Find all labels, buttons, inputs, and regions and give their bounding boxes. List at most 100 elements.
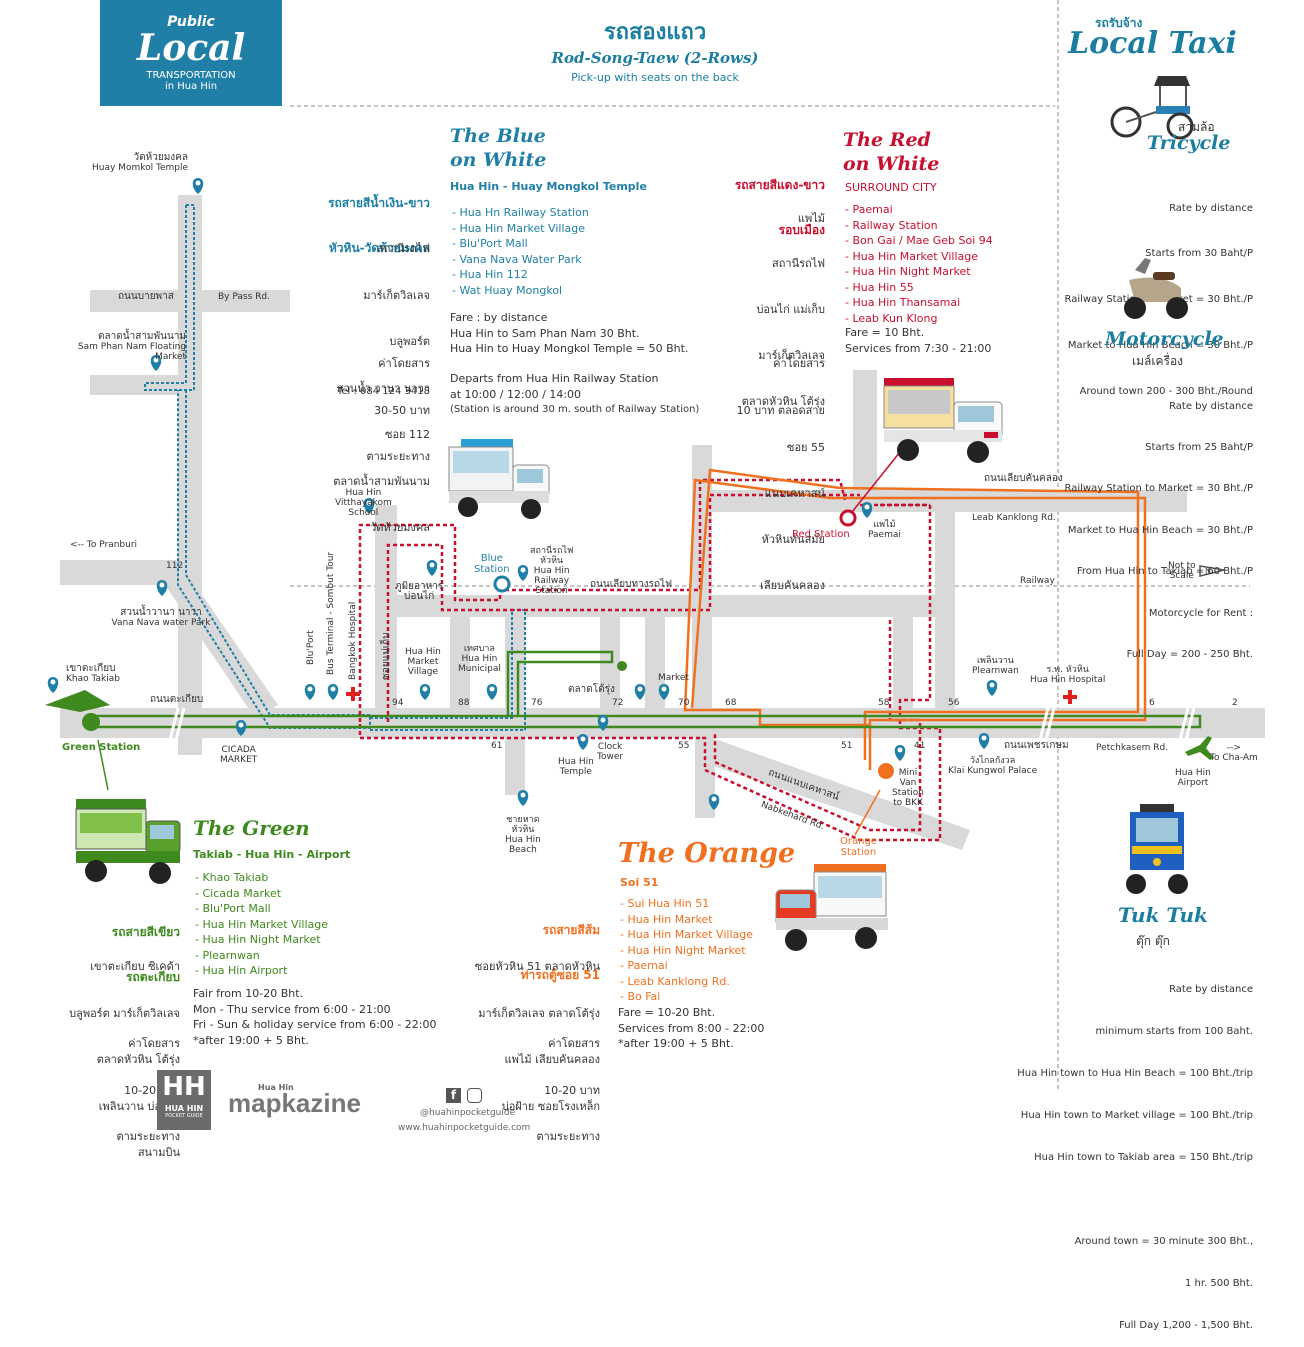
orange-stop: - Hua Hin Night Market <box>620 943 746 957</box>
red-thai-title-2: รอบเมือง <box>778 223 825 237</box>
red-thai-title-1: รถสายสีแดง-ขาว <box>734 178 825 192</box>
label-night-market: ตลาดโต้รุ่ง <box>568 684 615 695</box>
tricycle-title: Tricycle <box>1147 132 1231 154</box>
red-thai-stop: ซอย 55 <box>786 441 825 455</box>
location-pins <box>47 178 998 810</box>
label-soi-72: 72 <box>612 698 624 708</box>
label-khao-takiab: เขาตะเกียบ Khao Takiab <box>66 663 120 685</box>
blue-stop: - Blu'Port Mall <box>452 237 528 250</box>
road-railway <box>375 595 935 617</box>
tuktuk-rates: Rate by distance minimum starts from 100… <box>1015 955 1253 1347</box>
red-thai-stop: ตลาดหัวหิน โต้รุ่ง <box>741 395 825 409</box>
label-airport: Hua Hin Airport <box>1175 768 1211 788</box>
label-vitthayakom: Hua Hin Vitthayakom School <box>335 488 392 518</box>
songtaew-thai: รถสองแถว <box>603 20 707 45</box>
khao-takiab-mountain <box>45 690 110 712</box>
orange-thai-title-1: รถสายสีส้ม <box>542 923 600 937</box>
green-fare-line: Fair from 10-20 Bht. <box>193 987 304 1000</box>
motorcycle-rates: Rate by distance Starts from 25 Baht/P R… <box>1058 372 1253 676</box>
blue-fare-line: Fare : by distance <box>450 311 548 324</box>
orange-station-marker[interactable] <box>878 763 894 779</box>
label-khao-takiab-th: เขาตะเกียบ <box>66 663 116 674</box>
pin-icon <box>304 684 316 700</box>
road-58 <box>893 615 913 715</box>
tuktuk-rate-line: Hua Hin town to Takiab area = 150 Bht./t… <box>1034 1152 1253 1163</box>
green-stop: - Hua Hin Airport <box>195 964 288 977</box>
label-plearnwan: เพลินวาน Plearnwan <box>972 656 1019 676</box>
songtaew-title: Rod-Song-Taew (2-Rows) <box>551 49 759 67</box>
label-soi-56: 56 <box>948 698 960 708</box>
tuktuk-title: Tuk Tuk <box>1118 903 1208 927</box>
logo-public: Public <box>167 14 215 30</box>
blue-stops: - Hua Hn Railway Station - Hua Hin Marke… <box>452 205 589 298</box>
pin-icon <box>658 684 670 700</box>
pin-icon <box>156 580 168 596</box>
orange-thai-fare: ค่าโดยสาร 10-20 บาท ตามระยะทาง <box>440 1005 600 1160</box>
green-market-marker <box>617 661 627 671</box>
motorcycle-rate-line: Starts from 25 Baht/P <box>1145 441 1253 453</box>
pin-icon <box>150 355 162 371</box>
orange-route <box>683 468 1147 770</box>
green-thai-fare: ค่าโดยสาร 10-20 บาท ตามระยะทาง <box>40 1005 180 1160</box>
green-fare-line: *after 19:00 + 5 Bht. <box>193 1033 309 1047</box>
pin-icon <box>597 715 609 731</box>
red-thai-stop: เลียบคันคลอง <box>760 578 825 592</box>
blue-fare: Fare : by distance Hua Hin to Sam Phan N… <box>450 310 688 357</box>
red-fare: Fare = 10 Bht. Services from 7:30 - 21:0… <box>845 325 991 356</box>
label-clock-tower: Clock Tower <box>597 742 624 762</box>
label-soi-70: 70 <box>678 698 690 708</box>
tuktuk-rate-line: Around town = 30 minute 300 Bht., <box>1074 1236 1253 1247</box>
green-station-marker[interactable] <box>82 713 100 731</box>
pin-icon <box>419 684 431 700</box>
label-vana-nava: สวนน้ำวานา นาวา Vana Nava water Park <box>106 607 216 629</box>
blue-thai-title-2: หัวหิน-วัดห้วยมงคล <box>328 241 430 255</box>
pin-icon <box>708 794 720 810</box>
blue-station-marker[interactable] <box>493 575 511 593</box>
road-76 <box>505 615 525 795</box>
instagram-icon[interactable] <box>467 1088 482 1103</box>
facebook-icon[interactable]: f <box>446 1088 461 1103</box>
blue-stop: - Hua Hin Market Village <box>452 221 585 235</box>
red-station-marker[interactable] <box>839 509 857 527</box>
blue-fare-line: Hua Hin to Sam Phan Nam 30 Bht. <box>450 326 640 340</box>
label-temple: Hua Hin Temple <box>558 757 594 777</box>
pin-icon <box>978 733 990 749</box>
pin-icon <box>235 720 247 736</box>
green-fare-line: Fri - Sun & holiday service from 6:00 - … <box>193 1018 437 1031</box>
label-huay-momkol-en: Huay Momkol Temple <box>92 163 188 173</box>
label-market: Market <box>658 673 689 683</box>
label-bus-terminal: Bus Terminal - Sombut Tour <box>326 551 336 675</box>
road-bypass <box>90 290 290 312</box>
blue-thai-fare-3: ตามระยะทาง <box>366 450 430 463</box>
label-petch-th: ถนนเพชรเกษม <box>1004 740 1069 751</box>
label-mini-van: Mini Van Station to BKK <box>892 768 924 808</box>
tuktuk-rate-line: Hua Hin town to Market village = 100 Bht… <box>1020 1110 1253 1121</box>
label-bypass-th: ถนนบายพาส <box>118 291 174 302</box>
pin-icon <box>517 565 529 581</box>
blue-stop: - Vana Nava Water Park <box>452 252 582 266</box>
label-bangkok-hospital: Bangkok Hospital <box>348 601 358 680</box>
hh-logo-sub: POCKET GUIDE <box>165 1113 203 1119</box>
red-stop: - Leab Kun Klong <box>845 311 938 325</box>
blue-thai-stop: มาร์เก็ตวิลเลจ <box>363 288 430 302</box>
motorcycle-title: Motorcycle <box>1105 328 1224 350</box>
tuktuk-thai: ตุ๊ก ตุ๊ก <box>1136 934 1170 948</box>
footer-url[interactable]: www.huahinpocketguide.com <box>398 1123 531 1133</box>
mapkazine-logo: mapkazine <box>228 1088 361 1118</box>
green-thai-stop: เขาตะเกียบ ซิเคด้า <box>90 960 180 973</box>
label-soi-2: 2 <box>1232 698 1238 708</box>
orange-stop: - Hua Hin Market Village <box>620 928 753 941</box>
red-stop: - Bon Gai / Mae Geb Soi 94 <box>845 234 993 247</box>
green-route <box>90 650 1202 729</box>
label-sam-phan-nam: ตลาดน้ำสามพันนาม Sam Phan Nam Floating M… <box>46 332 186 363</box>
blue-depart-line: Departs from Hua Hin Railway Station <box>450 372 659 385</box>
tricycle-rate-line: Starts from 30 Baht/P <box>1145 248 1253 260</box>
orange-thai-stop: แพไม้ เลียบคันคลอง <box>504 1053 600 1066</box>
label-cicada: CICADA MARKET <box>220 745 258 765</box>
blue-thai-stop: สถานีรถไฟ <box>377 242 430 255</box>
label-vana-nava-th: สวนน้ำวานา นาวา <box>120 607 202 618</box>
blue-tel[interactable]: Tel : 084 124 3418 <box>336 386 430 397</box>
pin-icon <box>426 560 438 576</box>
orange-thai-stop: ซอยหัวหิน 51 ตลาดหัวหิน <box>474 960 600 973</box>
footer-handle[interactable]: @huahinpocketguide <box>420 1108 516 1118</box>
